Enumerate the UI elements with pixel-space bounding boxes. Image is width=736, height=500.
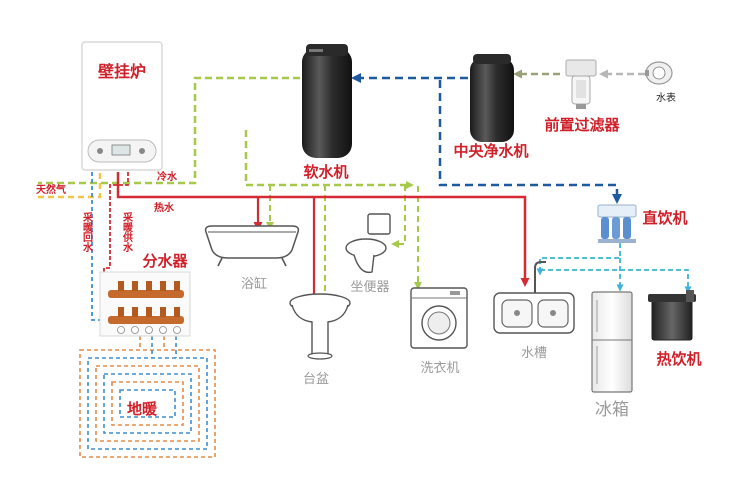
gas-pipe bbox=[38, 169, 102, 199]
drink-pipe-hot-drink bbox=[620, 269, 692, 294]
hot-drink-machine bbox=[648, 290, 696, 341]
boiler-label: 壁挂炉 bbox=[98, 62, 146, 81]
cold-pipe-to-laundry bbox=[244, 130, 414, 189]
fridge-label: 冰箱 bbox=[595, 400, 629, 420]
direct-drink-label: 直饮机 bbox=[642, 209, 687, 227]
floor-heating-label: 地暖 bbox=[127, 400, 158, 418]
boiler bbox=[81, 41, 163, 171]
heating-supply-pipe bbox=[103, 172, 129, 294]
floor-heating-coils bbox=[79, 336, 216, 458]
kitchen-sink bbox=[493, 261, 575, 334]
sink-label: 水槽 bbox=[521, 346, 547, 361]
bathtub-label: 浴缸 bbox=[241, 276, 267, 292]
toilet-label: 坐便器 bbox=[350, 280, 389, 295]
direct-drink-machine bbox=[597, 204, 637, 243]
cold-water-label: 冷水 bbox=[157, 170, 178, 183]
heating-supply-label: 采暖供水 bbox=[121, 211, 134, 253]
cold-pipe-main bbox=[38, 76, 300, 185]
softener-label: 软水机 bbox=[303, 163, 348, 181]
drink-pipe-sink bbox=[536, 243, 621, 276]
softener-tank bbox=[302, 44, 352, 158]
hot-water-label: 热水 bbox=[154, 201, 175, 214]
meter-label: 水表 bbox=[656, 91, 676, 104]
prefilter-unit bbox=[565, 59, 597, 109]
basin bbox=[289, 293, 351, 360]
manifold-label: 分水器 bbox=[142, 252, 188, 270]
cold-pipe-toilet bbox=[391, 185, 406, 248]
hot-drink-label: 热饮机 bbox=[656, 350, 701, 368]
gas-label: 天然气 bbox=[36, 183, 66, 196]
toilet bbox=[345, 213, 391, 274]
water-meter bbox=[645, 61, 673, 85]
heating-return-label: 采暖回水 bbox=[81, 211, 94, 253]
basin-label: 台盆 bbox=[303, 372, 329, 387]
bathtub bbox=[204, 225, 300, 267]
washer-label: 洗衣机 bbox=[420, 360, 459, 376]
hot-pipe-main bbox=[116, 172, 530, 287]
central-purifier-tank bbox=[470, 54, 514, 142]
manifold bbox=[99, 271, 191, 337]
fridge bbox=[591, 291, 633, 393]
washing-machine bbox=[410, 287, 468, 349]
central-purifier-label: 中央净水机 bbox=[453, 142, 528, 160]
prefilter-label: 前置过滤器 bbox=[544, 116, 620, 134]
purified-pipe-to-direct-drink bbox=[438, 80, 622, 204]
